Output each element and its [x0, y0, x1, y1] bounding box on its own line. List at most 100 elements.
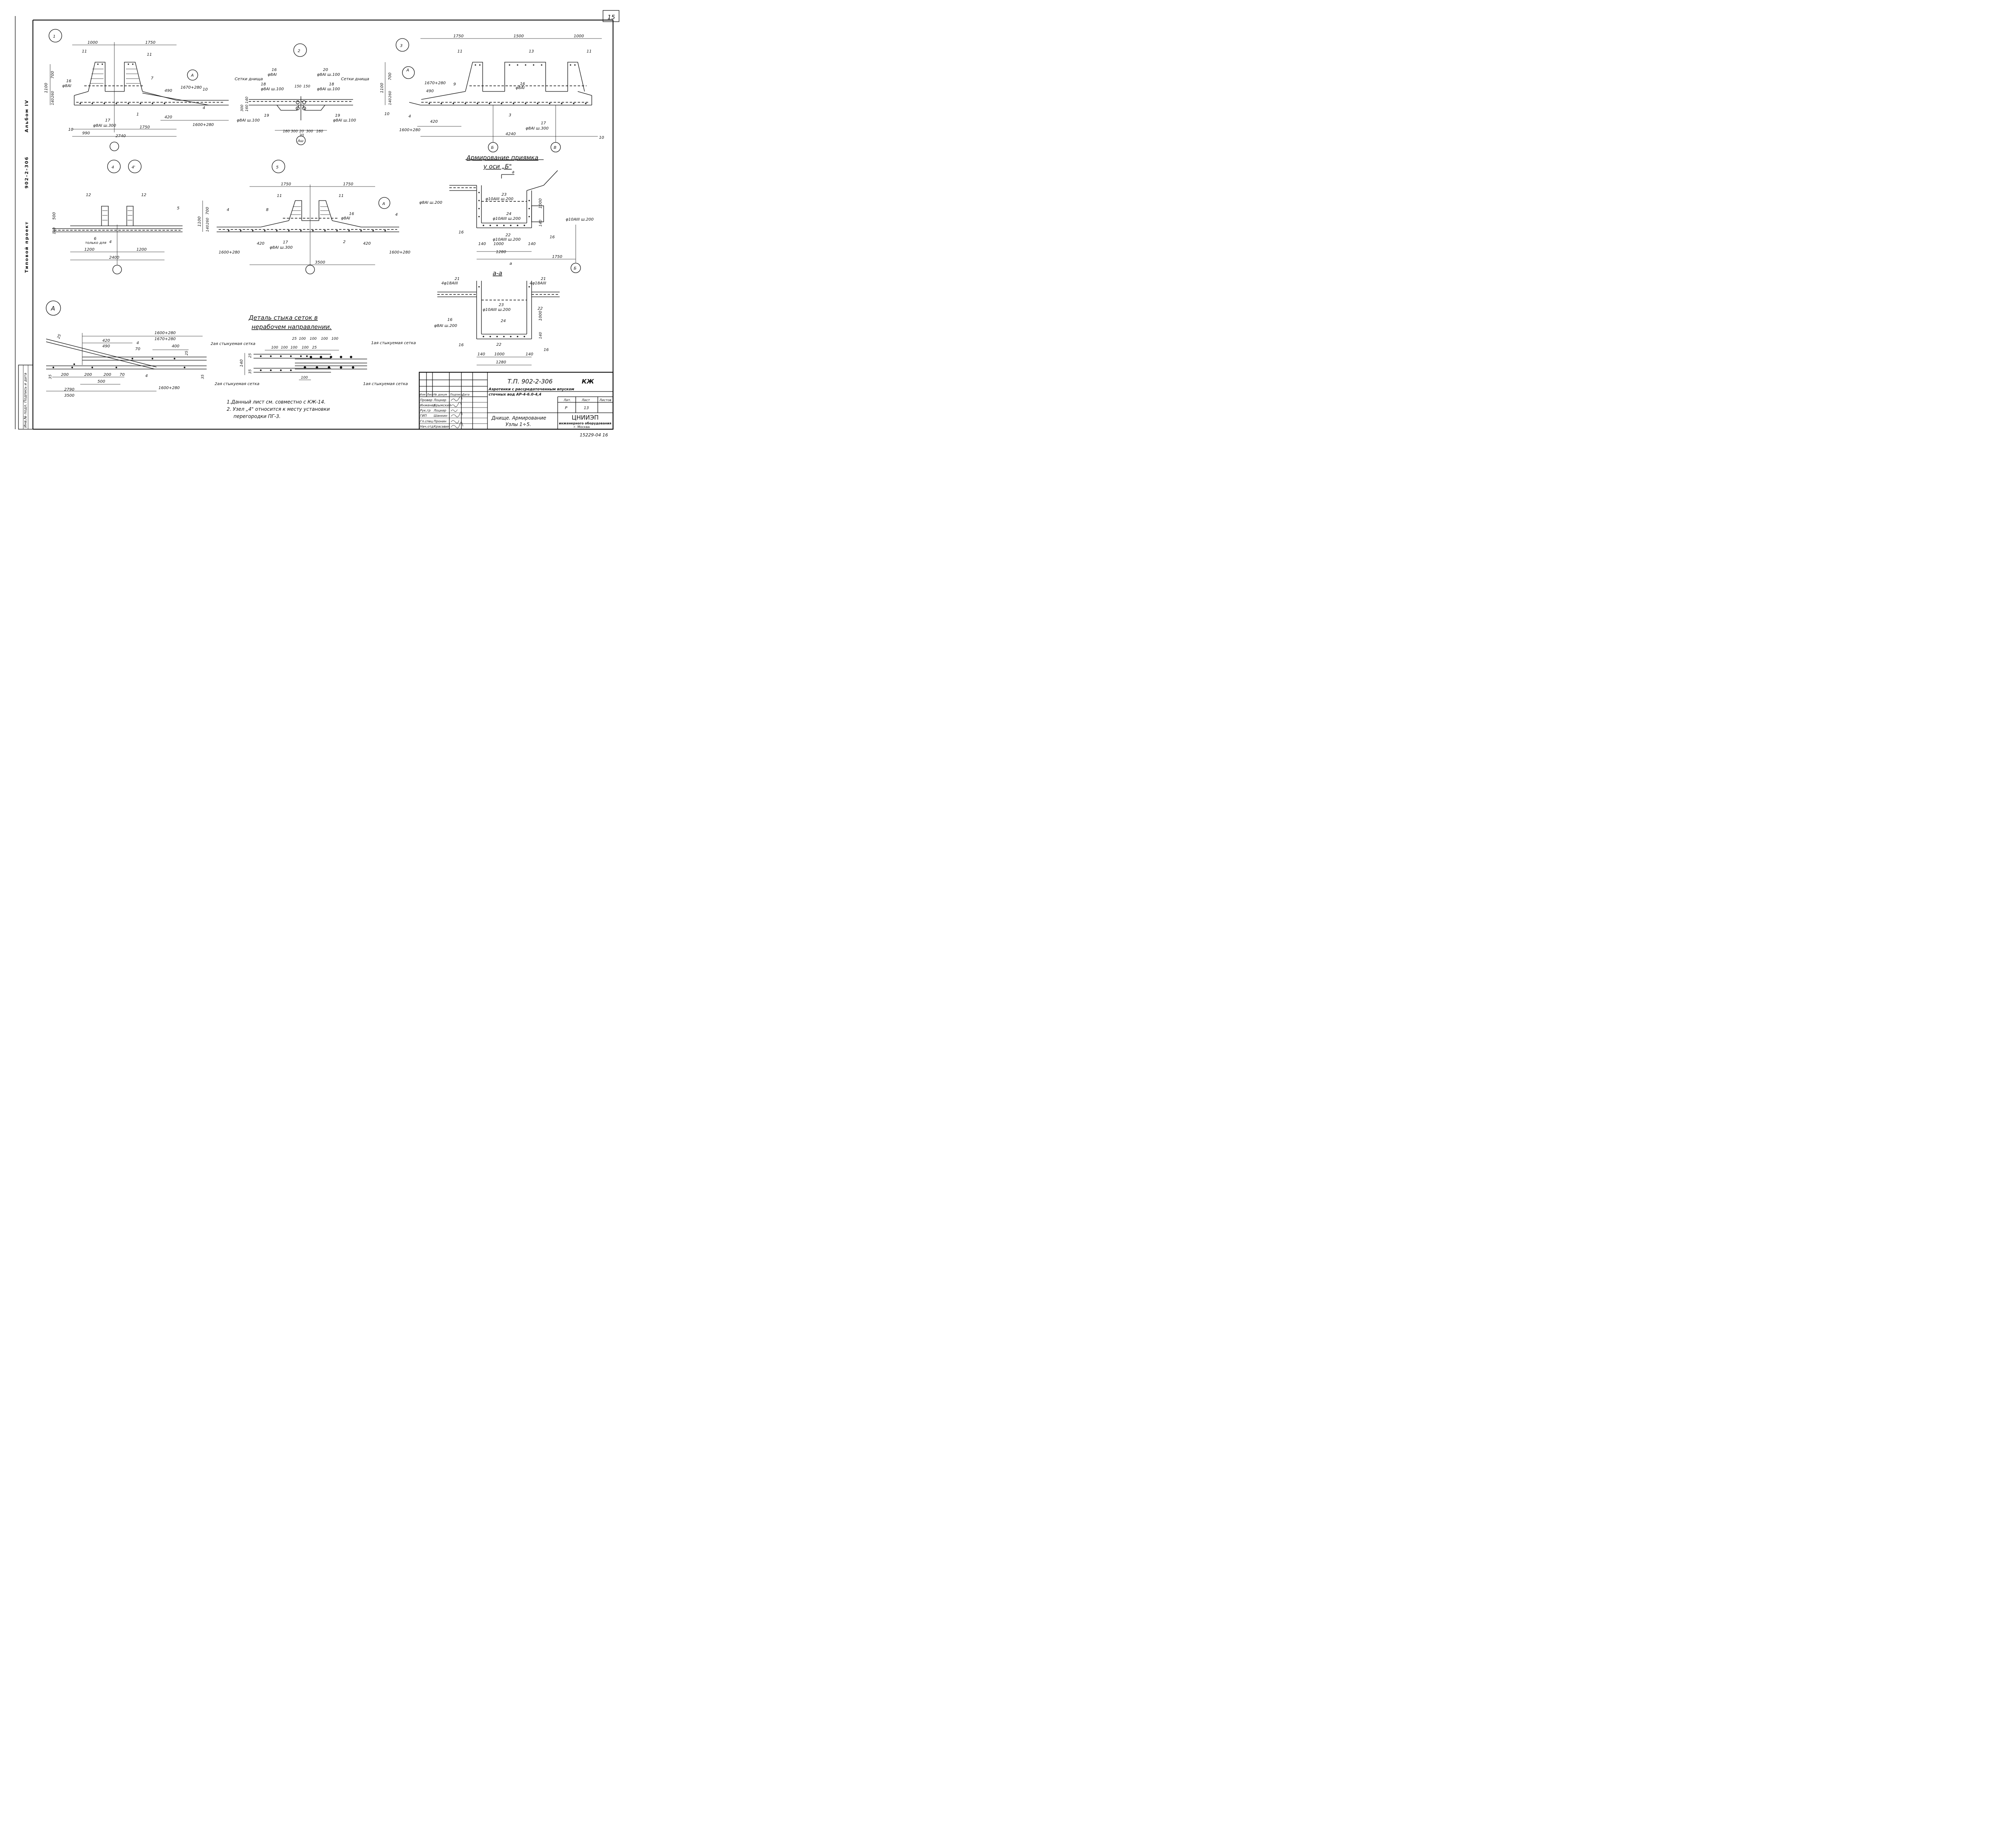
mesh-joint-dim-25a: 25: [292, 337, 297, 341]
tb-project-name-2: сточных вод АР-4-6.0-4,4: [489, 393, 541, 397]
section-aa-label-21a: 21: [455, 277, 460, 281]
node-5-dim-1750a: 1750: [281, 182, 291, 187]
node-3-label-3: 3: [509, 113, 511, 118]
node-5-label-f8: φ8AI: [341, 216, 350, 221]
mesh-joint-dim-100i: 100: [301, 376, 308, 380]
tb-stage-label: Лит.: [563, 398, 571, 402]
pit-drawing: [449, 159, 581, 273]
node-4-label-6: 6: [94, 237, 96, 241]
detail-a-label-70: 70: [135, 347, 140, 351]
detail-a-dim-3500: 3500: [64, 394, 74, 398]
tb-drawing-title-1: Днище. Армирование: [491, 415, 546, 421]
tb-project-name-1: Аэротенки с рассредоточенным впуском: [488, 387, 575, 392]
node-1-dim-990: 990: [82, 131, 90, 136]
mesh-joint-dim-25c: 25: [248, 353, 252, 358]
note-3: перегородки ПГ-3.: [233, 414, 280, 419]
node-4-dim-140: 140: [53, 227, 57, 234]
mesh-joint-dim-35: 35: [248, 369, 252, 374]
node-5-drawing: [202, 160, 399, 274]
detail-a-dim-25a: 25: [57, 334, 62, 339]
detail-a-label-4a: 4: [136, 341, 139, 345]
node-2-label-16: 16: [272, 68, 277, 72]
node-5-label-8: 8: [266, 208, 268, 212]
node-5-dim-3500: 3500: [315, 260, 325, 265]
detail-a-dim-1600a: 1600+280: [154, 331, 176, 335]
mesh-joint-dim-100e: 100: [271, 346, 278, 350]
tb-role-4: ГИП: [420, 414, 426, 418]
mesh-joint-dim-140: 140: [240, 359, 244, 367]
node-4-label-4: 4: [109, 240, 112, 244]
node-4-label-12a: 12: [86, 193, 91, 197]
tb-h-list: Лист: [426, 393, 434, 396]
node-5-label-4b: 4: [395, 213, 398, 217]
node-3-label-4: 4: [408, 114, 411, 119]
tb-name-4: Шанкин: [434, 414, 447, 418]
node-5-dim-140: 140: [206, 225, 210, 232]
pit-label-23: 23: [502, 193, 507, 197]
node-1-label-1: 1: [136, 112, 139, 117]
detail-a-dim-500: 500: [97, 379, 105, 384]
detail-a-dim-200a: 200: [61, 373, 69, 377]
node-2-dim-160b: 160: [316, 130, 323, 134]
node-2-dim-20b: 20: [299, 134, 304, 138]
node-4-label-only: только для: [85, 241, 107, 245]
tb-name-2: Крымский: [434, 404, 451, 407]
node-1-dim-1000: 1000: [87, 41, 97, 45]
section-aa-dim-1000h: 1000: [494, 352, 504, 357]
section-aa-label-16b: 16: [459, 343, 464, 347]
node-1-dim-260: 260: [51, 91, 55, 98]
node-2-label-f8: φ8AI: [268, 73, 277, 77]
node-1-label-f8: φ8AI: [62, 84, 71, 88]
node-5-dim-260: 260: [206, 218, 210, 225]
node-5-label-f8s300: φ8AI ш.300: [270, 245, 292, 250]
pit-dim-1000h: 1000: [493, 242, 504, 246]
pit-dim-140v: 140: [539, 220, 543, 227]
mesh-joint-left-top: 2ая стыкуемая сетка: [211, 342, 256, 346]
detail-a-dim-1600b: 1600+280: [158, 386, 180, 390]
mesh-joint-dim-100h: 100: [302, 346, 309, 350]
mesh-joint-dim-25b: 25: [312, 346, 317, 350]
tb-mark: КЖ: [582, 378, 594, 385]
section-aa-label-21b: 21: [541, 277, 546, 281]
pit-axis-B: Б: [574, 266, 577, 271]
node-3-drawing: [385, 38, 602, 152]
node-2-label-setki-r1: Сетки днища: [341, 77, 369, 81]
detail-a-label-4b: 4: [145, 374, 148, 378]
detail-a-dim-35a: 35: [49, 374, 53, 379]
node-1-callout-A: А: [191, 73, 194, 78]
node-4-drawing: [52, 160, 183, 274]
pit-label-f10s200d: φ10AIII ш.200: [566, 217, 594, 222]
section-aa-label-16: 16: [447, 318, 453, 322]
tb-org-3: г. Москва: [574, 425, 590, 429]
node-1-dim-420: 420: [164, 115, 172, 120]
node-5-marker: 5: [276, 165, 278, 170]
node-1-drawing: [49, 29, 229, 151]
node-2-label-19b: 19: [335, 114, 340, 118]
pit-dim-1000v: 1000: [538, 199, 543, 209]
node-3-label-9: 9: [453, 82, 456, 87]
mesh-joint-dim-100b: 100: [310, 337, 317, 341]
node-4-label-5: 5: [177, 206, 179, 211]
tb-stage: Р: [565, 406, 568, 410]
signature-scribbles: [451, 396, 463, 428]
drawing-canvas: 15 Типовой проект 902-2-306 Альбом IV Ин…: [15, 10, 619, 438]
node-1-dim-1750: 1750: [145, 41, 155, 45]
node-1-dim-700: 700: [51, 71, 55, 79]
node-2-label-setki-l1: Сетки днища: [235, 77, 263, 81]
node-4-dim-500: 500: [52, 212, 57, 220]
section-aa-label-23: 23: [499, 303, 504, 307]
node-5-callout-A: А: [382, 202, 385, 206]
section-aa-label-22b: 22: [496, 343, 502, 347]
section-aa-dim-1000v: 1000: [538, 311, 543, 321]
node-2-label-f8s100c: φ8AI ш.100: [317, 87, 340, 91]
tb-h-izm: Изм: [420, 393, 426, 396]
node-2-dim-160a: 160: [283, 130, 290, 134]
pit-dim-1750: 1750: [552, 255, 562, 259]
node-3-dim-1100: 1100: [380, 83, 384, 93]
node-2-dim-300b: 300: [306, 130, 313, 134]
side-album: Альбом IV: [24, 99, 29, 132]
node-1-marker: 1: [53, 34, 55, 39]
node-3-dim-490: 490: [426, 89, 434, 93]
detail-a-dim-35b: 35: [201, 374, 205, 379]
detail-a-dim-200c: 200: [104, 373, 111, 377]
